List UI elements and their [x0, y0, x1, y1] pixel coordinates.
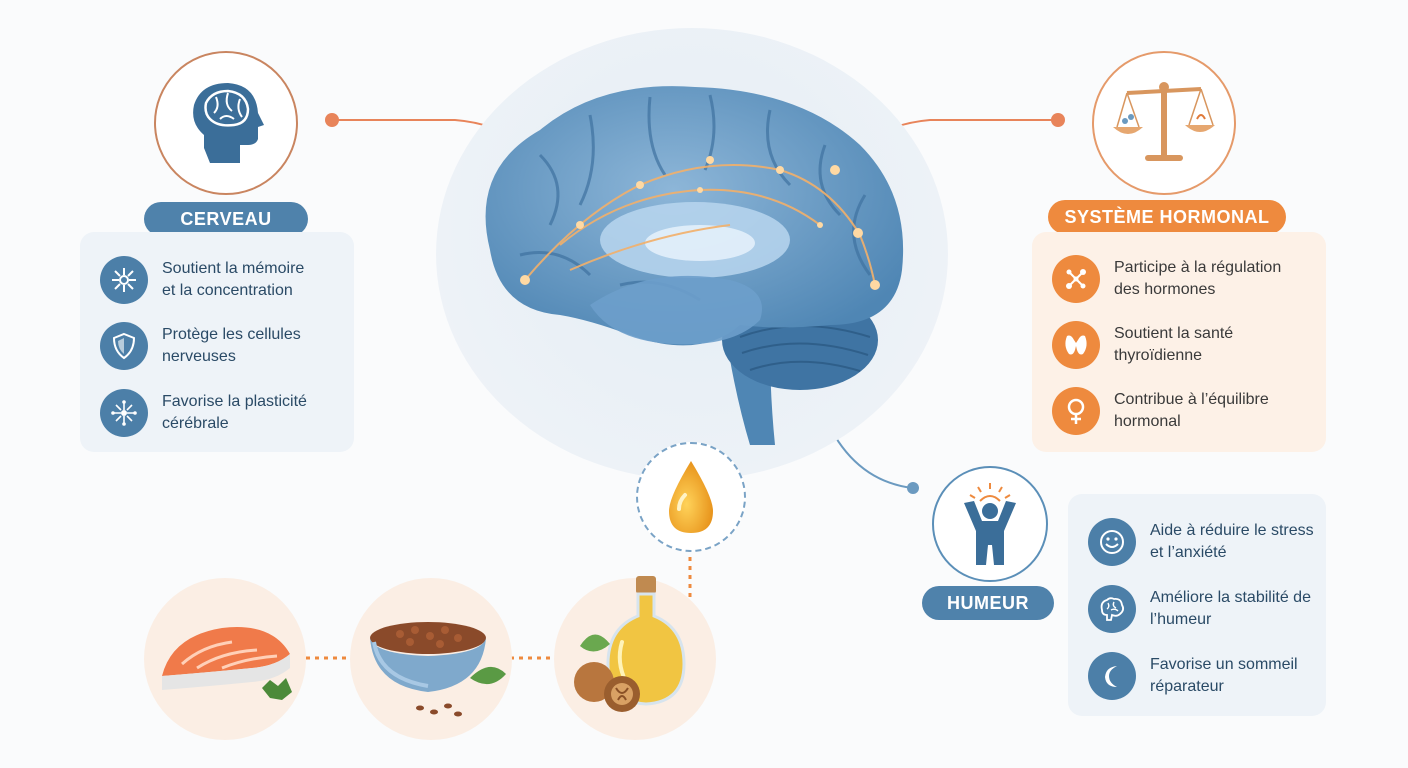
smile-icon — [1088, 518, 1136, 566]
oil-bottle-walnut-icon — [574, 576, 686, 712]
brain-icon — [1088, 585, 1136, 633]
hormonal-item-1-text: Participe à la régulation des hormones — [1114, 259, 1282, 298]
brain-illustration — [485, 86, 904, 445]
neuron-icon — [100, 256, 148, 304]
hormonal-item-3-text: Contribue à l’équilibre hormonal — [1114, 391, 1269, 430]
hormonal-panel: Participe à la régulation des hormones S… — [1032, 232, 1326, 452]
humeur-item-3-text: Favorise un sommeil réparateur — [1150, 656, 1298, 695]
balance-scale-icon — [1113, 82, 1215, 161]
cerveau-label: CERVEAU — [144, 202, 308, 236]
cerveau-panel: Soutient la mémoire et la concentration … — [80, 232, 354, 452]
humeur-panel: Aide à réduire le stress et l’anxiété Am… — [1068, 494, 1326, 716]
thyroid-icon — [1052, 321, 1100, 369]
food-flaxseed-circle — [350, 578, 512, 740]
list-item: Protège les cellules nerveuses — [100, 322, 322, 370]
head-brain-icon — [193, 83, 264, 163]
list-item: Aide à réduire le stress et l’anxiété — [1088, 518, 1320, 566]
shield-icon — [100, 322, 148, 370]
hormonal-label: SYSTÈME HORMONAL — [1048, 200, 1286, 234]
humeur-item-1-text: Aide à réduire le stress et l’anxiété — [1150, 522, 1314, 561]
list-item: Favorise un sommeil réparateur — [1088, 652, 1320, 700]
oil-drop-icon — [669, 461, 713, 533]
food-salmon-circle — [144, 578, 306, 740]
salmon-icon — [162, 627, 292, 700]
food-oil-walnut-circle — [554, 576, 716, 740]
cerveau-item-2-text: Protège les cellules nerveuses — [162, 326, 301, 365]
moon-icon — [1088, 652, 1136, 700]
list-item: Contribue à l’équilibre hormonal — [1052, 387, 1304, 435]
connector-dot-cerveau — [325, 113, 339, 127]
connector-dot-hormonal — [1051, 113, 1065, 127]
humeur-label: HUMEUR — [922, 586, 1054, 620]
cerveau-item-3-text: Favorise la plasticité cérébrale — [162, 393, 307, 432]
hormonal-item-2-text: Soutient la santé thyroïdienne — [1114, 325, 1234, 364]
list-item: Favorise la plasticité cérébrale — [100, 389, 322, 437]
list-item: Soutient la mémoire et la concentration — [100, 256, 322, 304]
humeur-item-2-text: Améliore la stabilité de l’humeur — [1150, 589, 1311, 628]
cerveau-item-1-text: Soutient la mémoire et la concentration — [162, 260, 305, 299]
list-item: Soutient la santé thyroïdienne — [1052, 321, 1304, 369]
list-item: Améliore la stabilité de l’humeur — [1088, 585, 1320, 633]
list-item: Participe à la régulation des hormones — [1052, 255, 1304, 303]
happy-person-icon — [964, 483, 1016, 565]
flaxseed-bowl-icon — [370, 622, 506, 717]
oil-drop-ring — [636, 442, 746, 552]
cerveau-icon-ring — [154, 51, 298, 195]
female-symbol-icon — [1052, 387, 1100, 435]
connector-dot-humeur — [907, 482, 919, 494]
humeur-icon-ring — [932, 466, 1048, 582]
network-icon — [100, 389, 148, 437]
hormonal-icon-ring — [1092, 51, 1236, 195]
molecule-icon — [1052, 255, 1100, 303]
